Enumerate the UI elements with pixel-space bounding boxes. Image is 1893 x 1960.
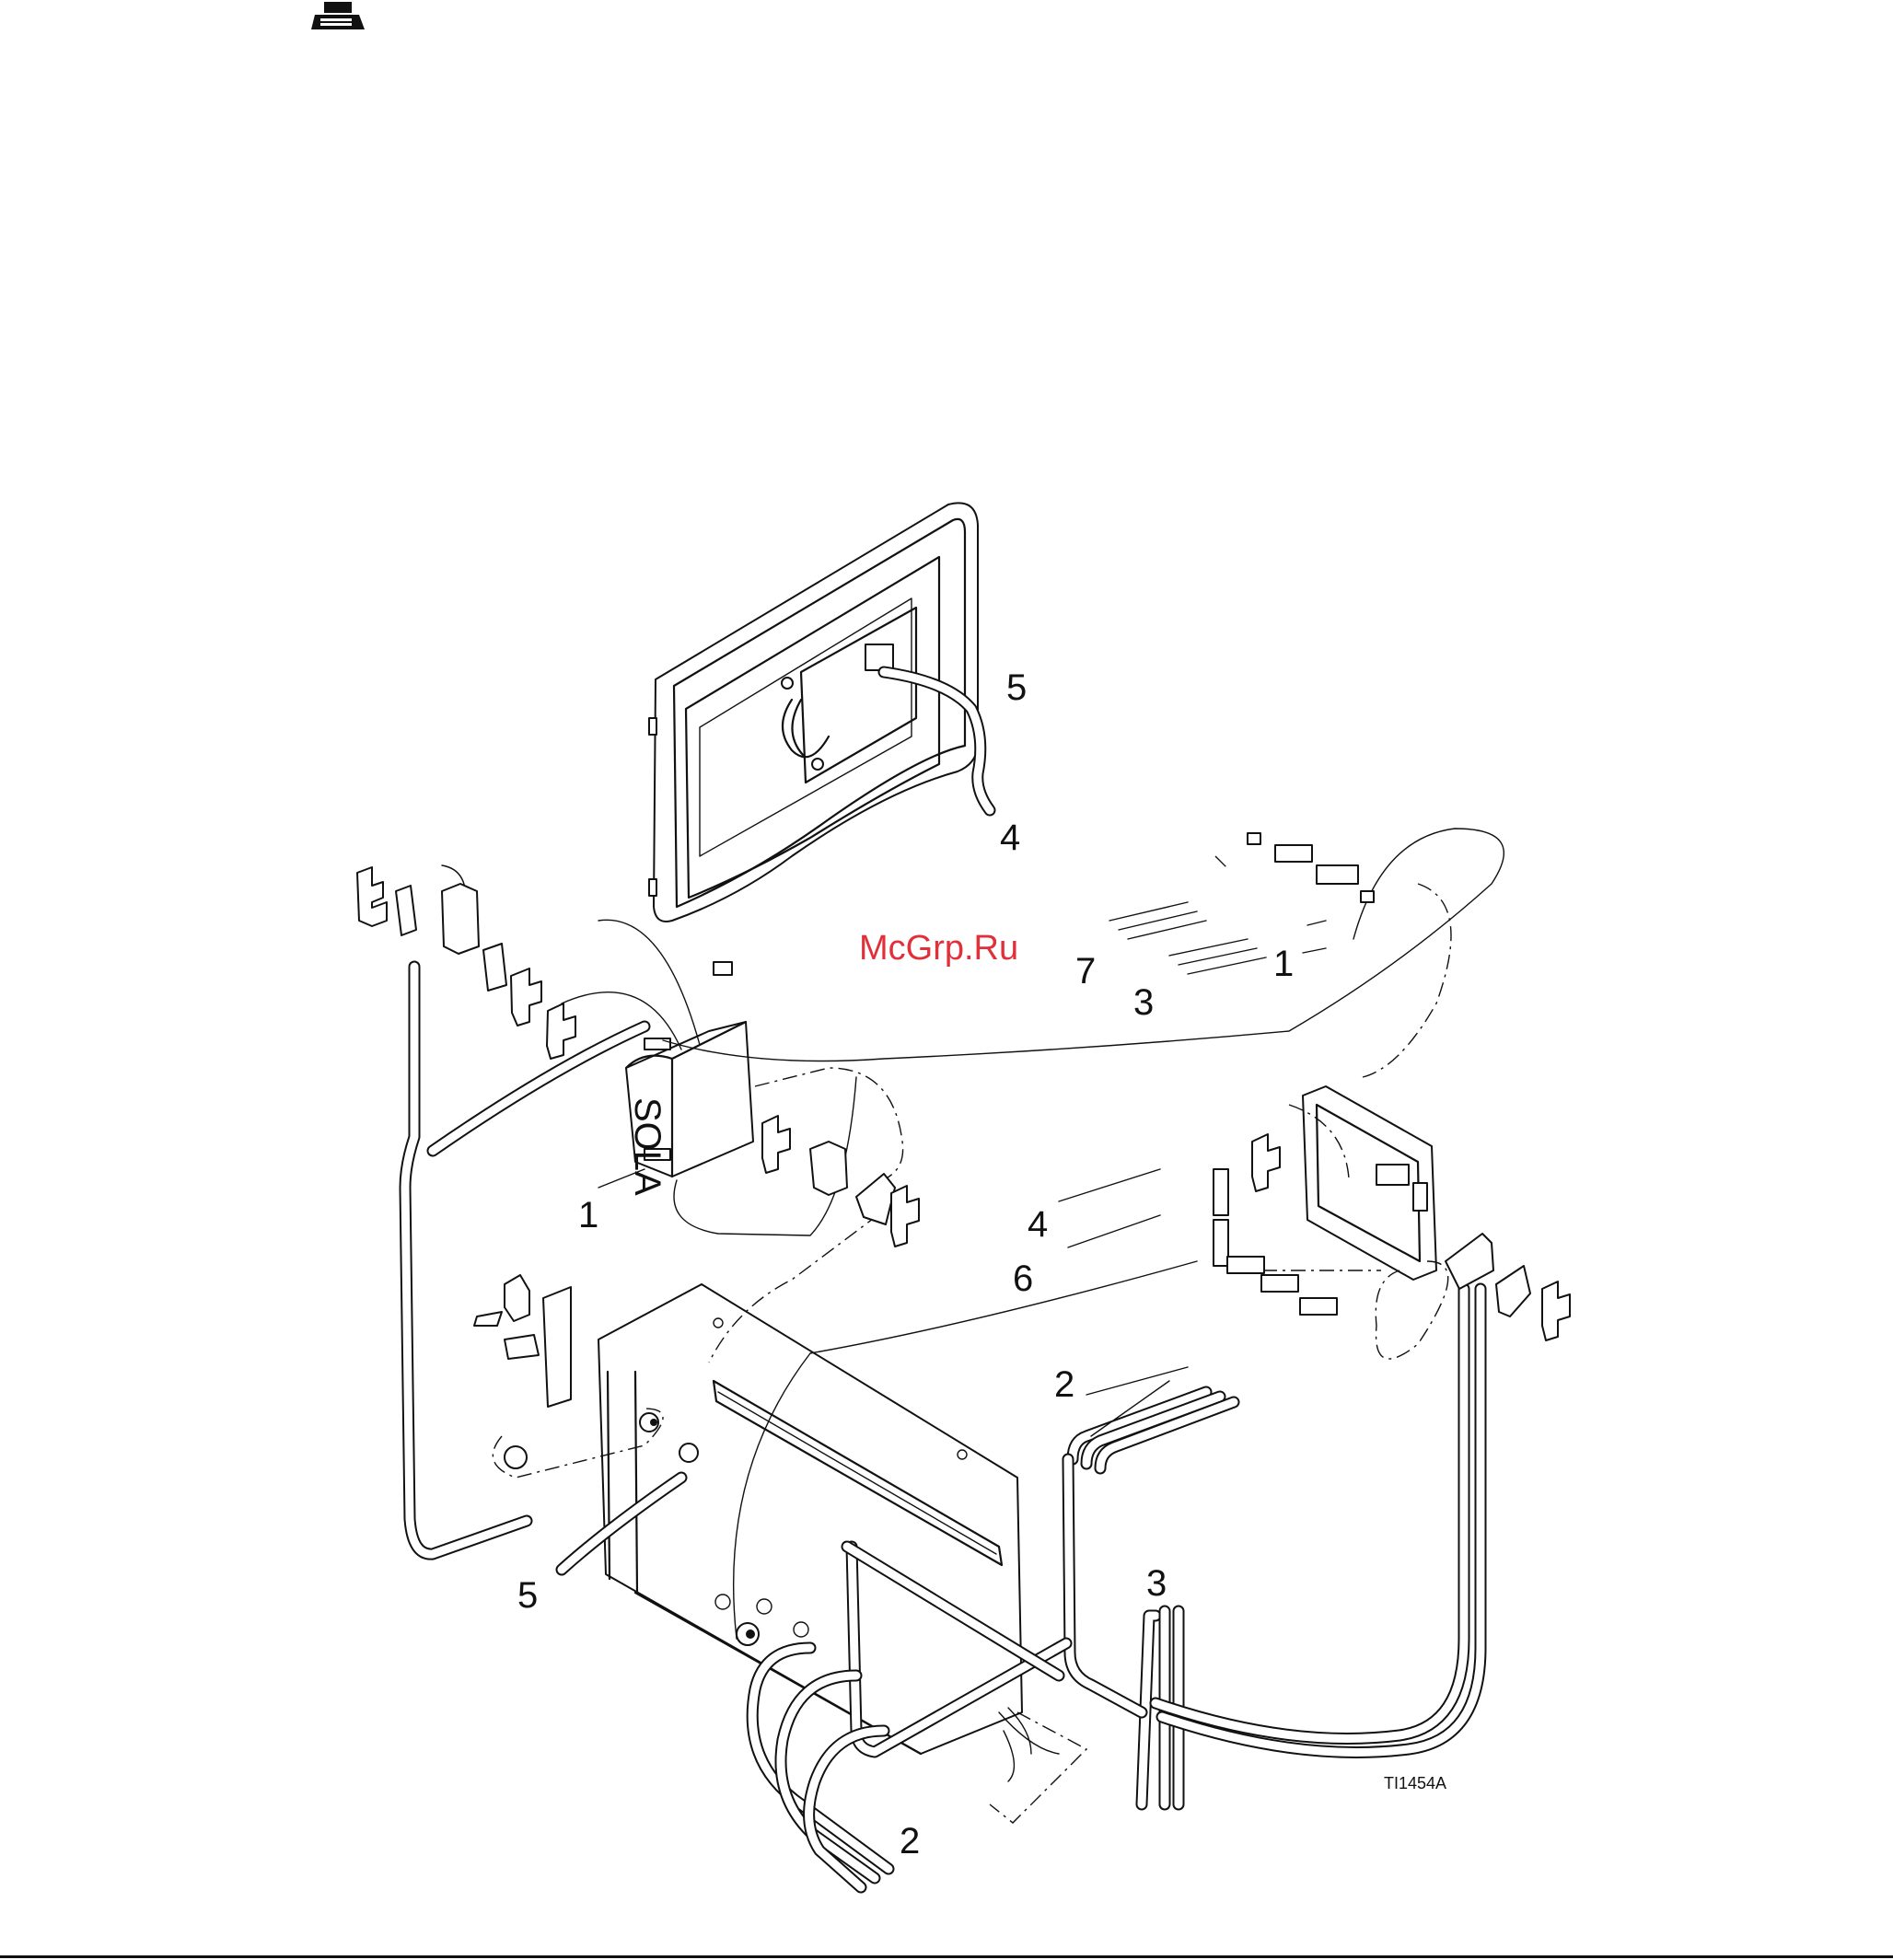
callout-3-lower: 3 [1146,1563,1167,1604]
callout-7: 7 [1075,951,1096,992]
callout-5-top: 5 [1006,667,1027,708]
transformer: SOLA [626,962,753,1196]
controller-module [1303,1086,1436,1280]
printer-icon[interactable] [311,2,365,29]
bottom-rule [0,1955,1893,1958]
callout-2-mid: 2 [1054,1364,1074,1405]
display-panel-assembly [649,503,990,922]
callout-3-upper: 3 [1133,982,1154,1023]
callout-1-upper: 1 [1273,944,1294,984]
callout-2-bottom: 2 [900,1821,920,1861]
figure-id: TI1454A [1384,1774,1446,1792]
watermark: McGrp.Ru [859,929,1018,968]
callout-4-mid: 4 [1028,1204,1048,1245]
callout-5-bottom: 5 [517,1575,538,1616]
transformer-label: SOLA [627,1097,668,1196]
callout-4-top: 4 [1000,818,1020,858]
callout-6: 6 [1013,1258,1033,1299]
callout-1-left: 1 [578,1195,598,1235]
